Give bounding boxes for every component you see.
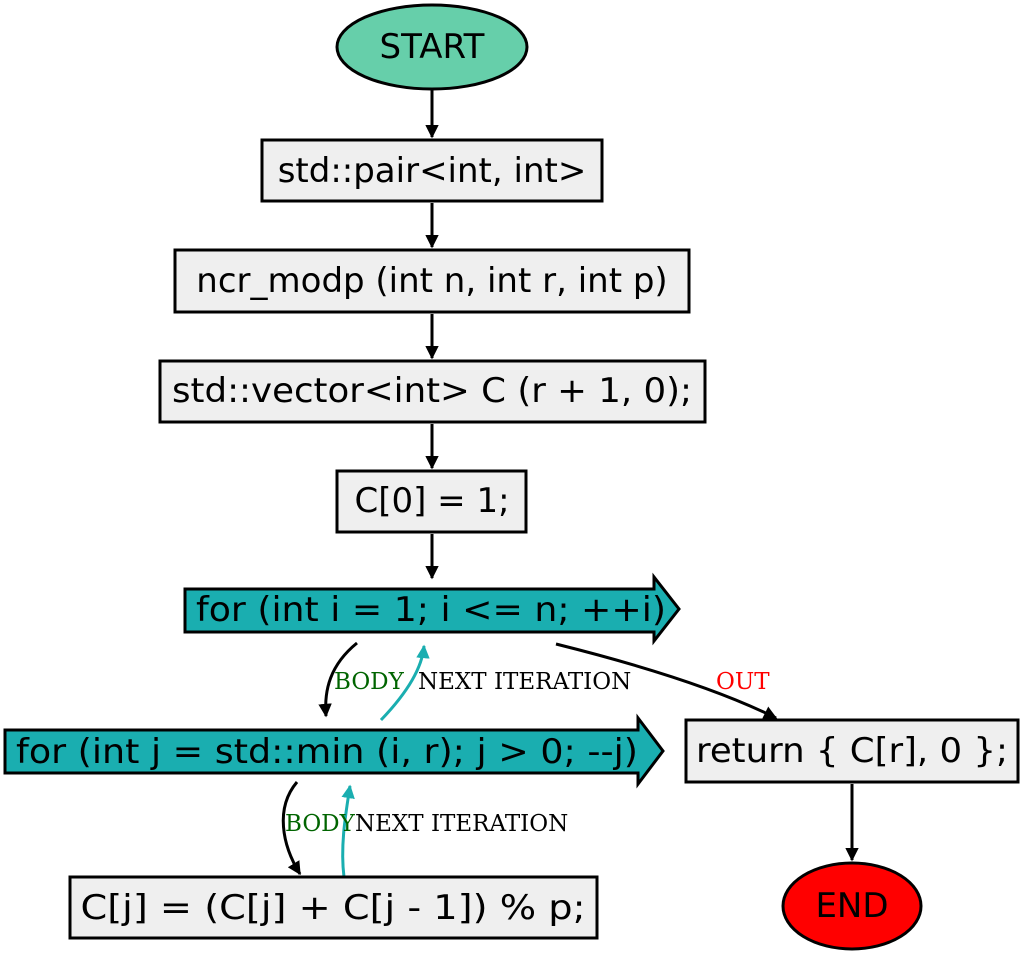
return-box [684, 718, 1020, 784]
end-label: END [815, 886, 888, 926]
pair-box [260, 138, 604, 203]
outer-loop-arrow-shape [183, 572, 681, 646]
edge-outer-next-iteration [379, 644, 430, 722]
signature-label: ncr_modp (int n, int r, int p) [196, 261, 667, 301]
c0-assign-node: C[0] = 1; [335, 469, 528, 534]
end-ellipse [781, 861, 923, 951]
end-node: END [781, 861, 923, 951]
outer-out-label: OUT [716, 669, 770, 695]
outer-next-iteration-label: NEXT ITERATION [418, 669, 631, 695]
pair-node: std::pair<int, int> [260, 138, 604, 203]
inner-loop-arrow-shape [3, 713, 665, 789]
inner-loop-node: for (int j = std::min (i, r); j > 0; --j… [3, 713, 665, 789]
return-node: return { C[r], 0 }; [684, 718, 1020, 784]
vector-decl-label: std::vector<int> C (r + 1, 0); [172, 371, 692, 411]
inner-body-label: BODY [285, 811, 356, 837]
vector-decl-node: std::vector<int> C (r + 1, 0); [158, 359, 707, 424]
start-node: START [335, 3, 529, 91]
c0-assign-box [335, 469, 528, 534]
inner-loop-label: for (int j = std::min (i, r); j > 0; --j… [16, 732, 638, 772]
outer-loop-node: for (int i = 1; i <= n; ++i) [183, 572, 681, 646]
edge-inner-body [281, 781, 302, 876]
cj-update-label: C[j] = (C[j] + C[j - 1]) % p; [81, 888, 586, 928]
cj-update-box [68, 875, 599, 940]
pair-label: std::pair<int, int> [278, 151, 587, 191]
edge-inner-next-iteration [341, 784, 355, 878]
outer-loop-label: for (int i = 1; i <= n; ++i) [196, 590, 666, 630]
c0-assign-label: C[0] = 1; [354, 481, 509, 521]
outer-body-label: BODY [334, 669, 405, 695]
signature-node: ncr_modp (int n, int r, int p) [173, 248, 691, 314]
inner-next-iteration-label: NEXT ITERATION [355, 811, 568, 837]
start-ellipse [335, 3, 529, 91]
start-label: START [380, 27, 485, 67]
edge-outer-out [555, 642, 778, 720]
return-label: return { C[r], 0 }; [696, 731, 1008, 771]
cj-update-node: C[j] = (C[j] + C[j - 1]) % p; [68, 875, 599, 940]
edge-outer-body [318, 641, 358, 718]
signature-box [173, 248, 691, 314]
vector-decl-box [158, 359, 707, 424]
